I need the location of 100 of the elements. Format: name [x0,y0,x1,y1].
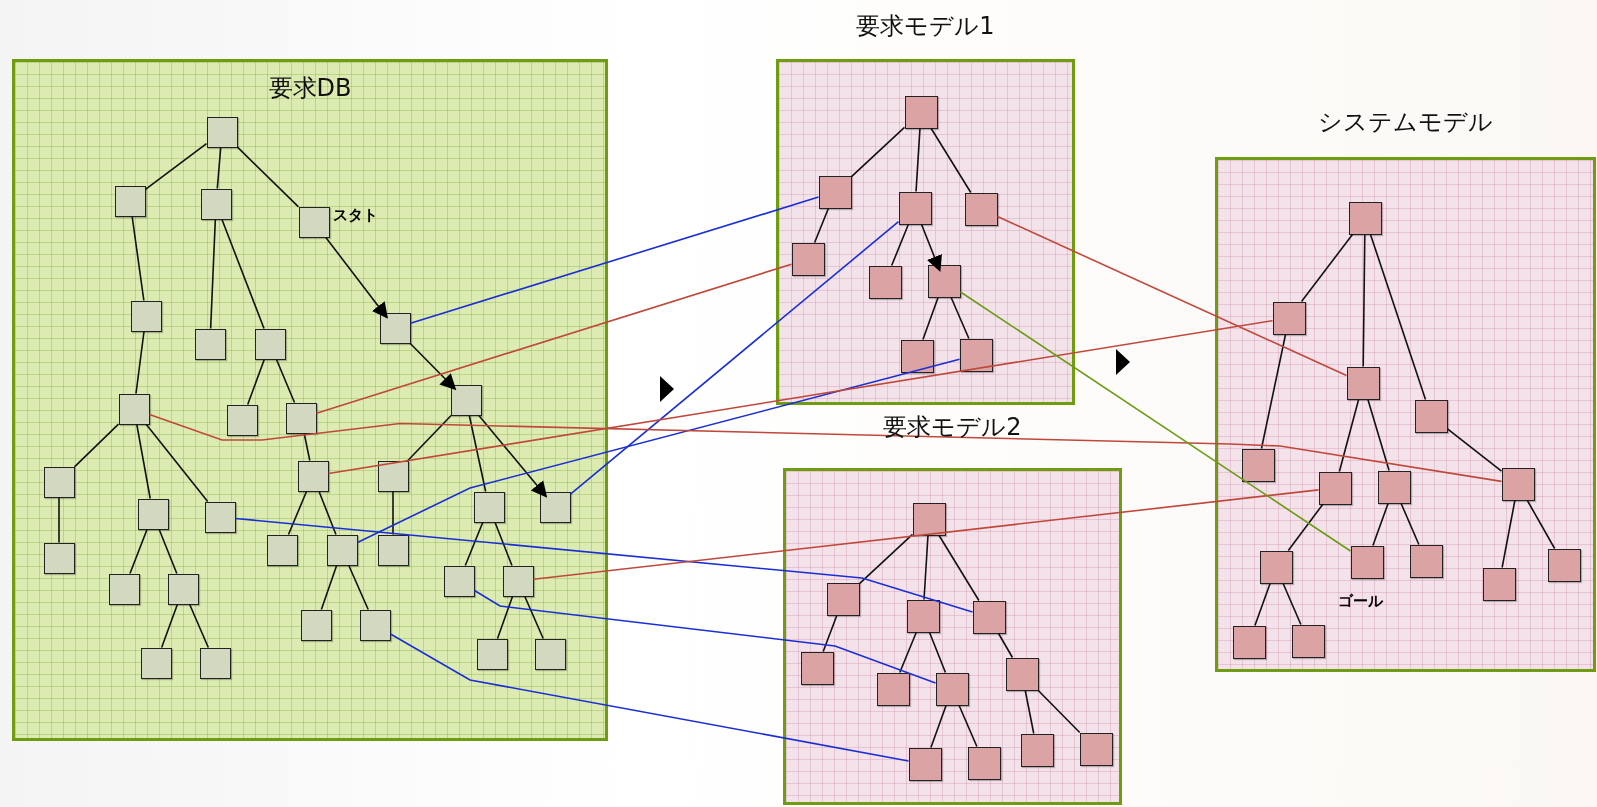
connector-line [959,291,1352,552]
connector-line [822,614,838,653]
connector-line [997,632,1014,659]
connector-line [389,633,910,762]
connector-line [813,207,830,244]
square-node [359,609,391,641]
square-node [43,466,75,498]
square-node [206,116,238,148]
square-node [114,185,146,217]
square-node [140,647,172,679]
square-node [200,188,232,220]
connector-line [1287,503,1324,552]
square-node [377,534,409,566]
connector-line [216,146,222,190]
square-node [377,460,409,492]
connector-line [890,223,910,267]
square-node [534,638,566,670]
square-node [199,647,231,679]
connector-line [1400,502,1420,546]
square-node [791,242,825,276]
connector-line [1338,398,1360,473]
arrow [409,342,457,391]
connector-line [73,423,120,468]
connector-line [996,215,1348,377]
arrow [920,223,942,272]
square-node [108,573,140,605]
square-node [473,491,505,523]
connector-line [858,533,914,585]
square-node [1348,201,1382,235]
panel-title: 要求モデル2 [882,412,1023,443]
connector-line [145,423,209,503]
connector-line [1254,582,1271,627]
connector-line [246,358,266,406]
panel-title: システムモデル [1317,107,1494,138]
connector-line [1260,333,1287,450]
arrow [325,236,388,319]
square-node [1079,732,1113,766]
connector-line [1037,689,1081,734]
connector-line [923,534,929,601]
square-node [1547,548,1581,582]
square-node [868,265,902,299]
connector-line [1372,502,1389,547]
panel-title: 要求モデル1 [855,11,996,42]
square-node [539,491,571,523]
connector-line [356,358,961,544]
connector-line [1446,428,1503,472]
square-node [194,328,226,360]
connector-line [209,218,217,330]
square-node [204,501,236,533]
square-node [898,191,932,225]
connector-line [327,319,1274,475]
square-node [964,192,998,226]
square-node [1346,366,1380,400]
square-node [285,402,317,434]
square-node [476,638,508,670]
connector-line [569,220,900,495]
connector-line [131,215,145,302]
node-caption: ゴール [1338,592,1383,611]
connector-line [1362,233,1366,368]
connector-line [532,489,1320,581]
square-node [167,573,199,605]
connector-line [1282,582,1302,626]
square-node [1482,567,1516,601]
square-node [297,460,329,492]
square-node [1318,471,1352,505]
connector-line [494,521,513,567]
square-node [443,565,475,597]
connector-line [930,704,947,749]
square-node [118,393,150,425]
square-node [1005,657,1039,691]
square-node [502,565,534,597]
square-node [298,206,330,238]
model-panel [12,59,608,741]
square-node [43,542,75,574]
connector-line [930,127,972,194]
square-node [1259,550,1293,584]
connector-line [144,142,208,191]
square-node [935,672,969,706]
square-node [927,264,961,298]
connector-line [850,126,906,178]
connector-line [928,631,947,674]
square-node [300,609,332,641]
square-node [1241,448,1275,482]
square-node [959,338,993,372]
connector-line [315,263,793,414]
connector-line [468,414,487,493]
square-node [130,300,162,332]
connector-line [473,589,937,684]
square-node [972,600,1006,634]
connector-line [320,564,338,611]
connector-line [135,330,145,395]
connector-line [275,358,296,404]
square-node [967,746,1001,780]
connector-line [287,490,308,536]
square-node [326,534,358,566]
connector-line [1501,499,1516,569]
connector-line [318,490,337,536]
square-node [876,672,910,706]
connector-line [1369,233,1427,401]
connector-line [1024,689,1035,735]
